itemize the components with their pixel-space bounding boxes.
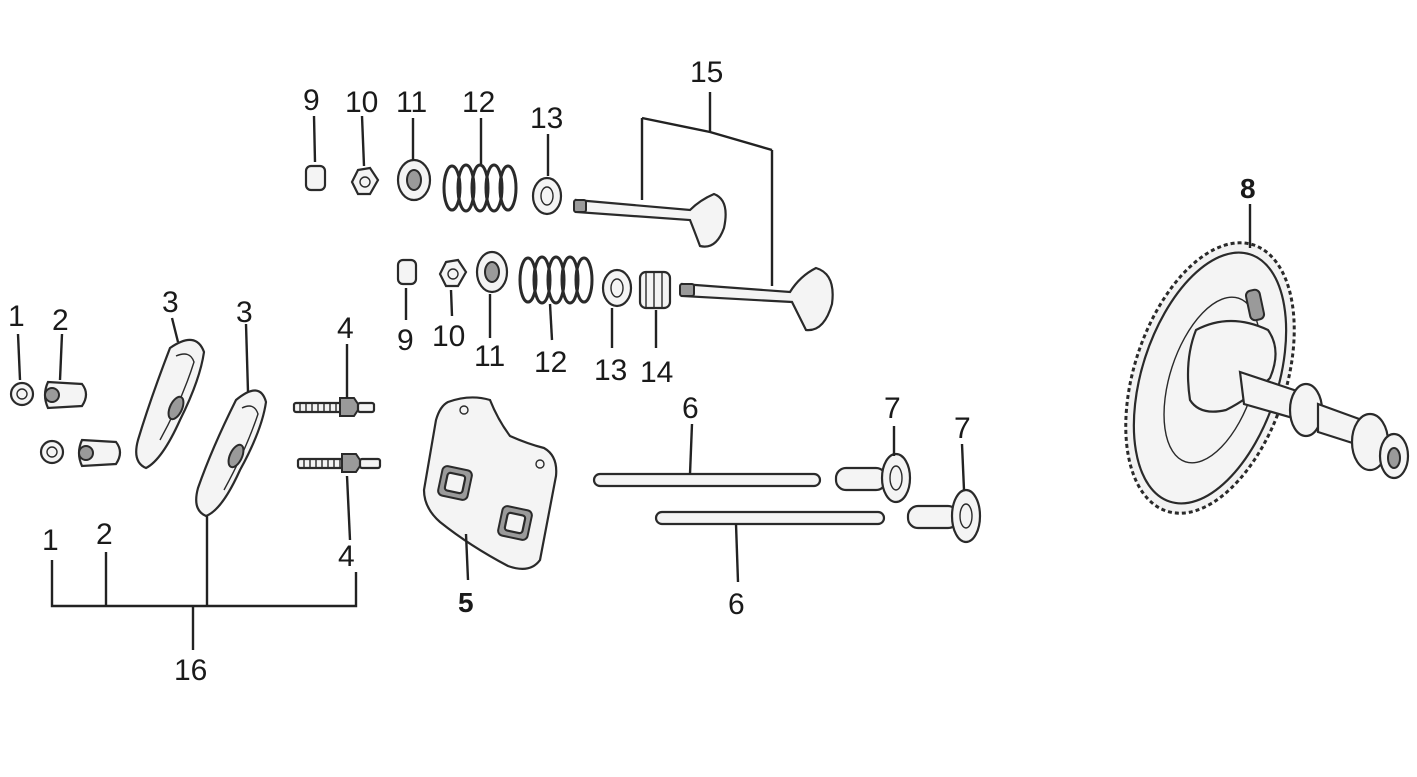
- valve-collet-lower: [438, 258, 468, 288]
- push-rod-lower: [654, 510, 886, 526]
- rocker-arm-right: [195, 389, 268, 518]
- valve-stem-cap-upper: [304, 164, 327, 192]
- callout-15: 15: [690, 56, 723, 89]
- callout-13-lower: 13: [594, 354, 627, 387]
- callout-13-upper: 13: [530, 102, 563, 135]
- valve-collet-upper: [350, 166, 380, 196]
- rocker-arm-left: [135, 338, 206, 470]
- camshaft-gear: [1124, 241, 1410, 515]
- callout-4-lower: 4: [338, 540, 355, 573]
- tappet-upper: [834, 452, 912, 504]
- push-rod-guide-plate: [422, 396, 558, 571]
- push-rod-upper: [592, 472, 822, 488]
- callout-6-upper: 6: [682, 392, 699, 425]
- spring-seat-upper: [531, 176, 563, 216]
- callout-2-lower: 2: [96, 518, 113, 551]
- callout-3-left: 3: [162, 286, 179, 319]
- callout-14: 14: [640, 356, 673, 389]
- callout-7-lower: 7: [954, 412, 971, 445]
- callout-10-upper: 10: [345, 86, 378, 119]
- callout-9-lower: 9: [397, 324, 414, 357]
- callout-1-lower: 1: [42, 524, 59, 557]
- callout-labels: 1 2 1 2 3 3 4 4 5 6 6 7 7 8 9 10 11 12 1…: [8, 56, 1256, 687]
- cap-nut-upper: [9, 381, 35, 407]
- callout-3-right: 3: [236, 296, 253, 329]
- callout-6-lower: 6: [728, 588, 745, 621]
- callout-16: 16: [174, 654, 207, 687]
- callout-10-lower: 10: [432, 320, 465, 353]
- rocker-stud-upper: [292, 397, 376, 417]
- callout-5: 5: [458, 587, 474, 618]
- spring-retainer-lower: [475, 250, 509, 294]
- valve-upper: [573, 192, 727, 248]
- callout-2-upper: 2: [52, 304, 69, 337]
- rocker-adjuster-upper: [43, 380, 88, 410]
- callout-7-upper: 7: [884, 392, 901, 425]
- callout-9-upper: 9: [303, 84, 320, 117]
- cap-nut-lower: [39, 439, 65, 465]
- valve-lower: [679, 266, 834, 332]
- rocker-adjuster-lower: [77, 438, 122, 468]
- spring-seat-lower: [601, 268, 633, 308]
- valve-stem-cap-lower: [396, 258, 418, 286]
- spring-retainer-upper: [396, 158, 432, 202]
- callout-12-upper: 12: [462, 86, 495, 119]
- rocker-stud-lower: [296, 453, 382, 473]
- callout-4-upper: 4: [337, 312, 354, 345]
- callout-1-upper: 1: [8, 300, 25, 333]
- valve-spring-lower: [518, 255, 594, 305]
- callout-12-lower: 12: [534, 346, 567, 379]
- stem-seal: [638, 270, 672, 310]
- valve-spring-upper: [442, 163, 518, 213]
- tappet-lower: [906, 488, 982, 544]
- callout-8: 8: [1240, 173, 1256, 204]
- callout-11-lower: 11: [474, 340, 505, 373]
- callout-11-upper: 11: [396, 86, 427, 119]
